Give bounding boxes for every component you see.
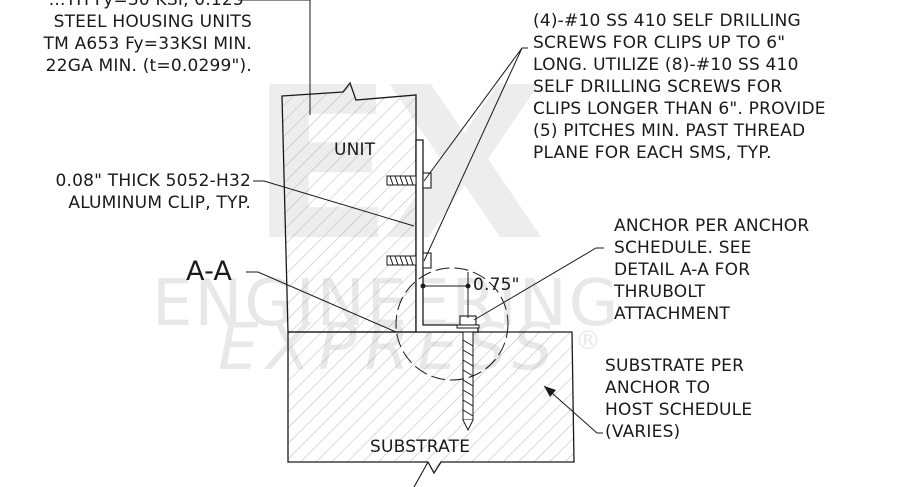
unit-body — [281, 81, 417, 333]
watermark-registered: ® — [575, 326, 601, 356]
leader-substrate-arrow — [544, 386, 556, 397]
screw-upper — [386, 172, 432, 189]
anchor-note: ANCHOR PER ANCHOR SCHEDULE. SEE DETAIL A… — [614, 215, 809, 325]
leader-clip — [253, 180, 415, 227]
leader-section — [246, 271, 397, 333]
screws-note-line: (5) PITCHES MIN. PAST THREAD — [533, 121, 806, 141]
screws-note: (4)-#10 SS 410 SELF DRILLING SCREWS FOR … — [533, 10, 826, 164]
anchor-note-line: ATTACHMENT — [614, 304, 730, 324]
anchor-note-line: SCHEDULE. SEE — [614, 238, 752, 258]
screws-note-line: LONG. UTILIZE (8)-#10 SS 410 — [533, 55, 799, 75]
leader-housing — [238, 0, 311, 115]
dimension-label: 0.75" — [473, 275, 520, 295]
substrate-note-line: SUBSTRATE PER — [605, 356, 745, 376]
substrate-note-line: HOST SCHEDULE — [605, 400, 753, 420]
clip-note: 0.08" THICK 5052-H32 ALUMINUM CLIP, TYP. — [56, 170, 252, 214]
anchor-note-line: THRUBOLT — [614, 282, 706, 302]
detail-circle — [395, 267, 509, 381]
housing-note-line: STEEL HOUSING UNITS — [53, 12, 252, 32]
aluminum-clip — [415, 139, 479, 333]
screws-note-line: SELF DRILLING SCREWS FOR — [533, 77, 783, 97]
anchor-note-line: DETAIL A-A FOR — [614, 260, 751, 280]
housing-note-line: ...TH Fy=30 KSI, 0.125" — [48, 0, 252, 10]
anchor-note-line: ANCHOR PER ANCHOR — [614, 216, 810, 236]
dimension-075 — [420, 272, 471, 318]
anchor-bolt — [456, 315, 480, 432]
housing-note-line: 22GA MIN. (t=0.0299"). — [45, 56, 252, 76]
leader-substrate — [543, 385, 603, 434]
screws-note-line: SCREWS FOR CLIPS UP TO 6" — [533, 33, 786, 53]
clip-note-line: ALUMINUM CLIP, TYP. — [68, 193, 251, 213]
substrate-note: SUBSTRATE PER ANCHOR TO HOST SCHEDULE (V… — [605, 355, 752, 443]
leader-anchor — [473, 247, 604, 321]
substrate-break-line — [413, 461, 429, 487]
substrate-body — [287, 331, 575, 475]
housing-note-line: TM A653 Fy=33KSI MIN. — [43, 34, 252, 54]
substrate-note-line: (VARIES) — [605, 422, 681, 442]
screws-note-line: CLIPS LONGER THAN 6". PROVIDE — [533, 99, 826, 119]
screws-note-line: (4)-#10 SS 410 SELF DRILLING — [533, 11, 801, 31]
substrate-label: SUBSTRATE — [370, 437, 471, 457]
clip-note-line: 0.08" THICK 5052-H32 — [55, 171, 251, 191]
leader-screws — [423, 47, 528, 262]
unit-label: UNIT — [334, 140, 376, 160]
housing-note: ...TH Fy=30 KSI, 0.125" STEEL HOUSING UN… — [44, 0, 252, 77]
screw-lower — [386, 252, 432, 269]
screws-note-line: PLANE FOR EACH SMS, TYP. — [533, 143, 772, 163]
section-marker: A-A — [186, 256, 233, 287]
substrate-note-line: ANCHOR TO — [605, 378, 711, 398]
